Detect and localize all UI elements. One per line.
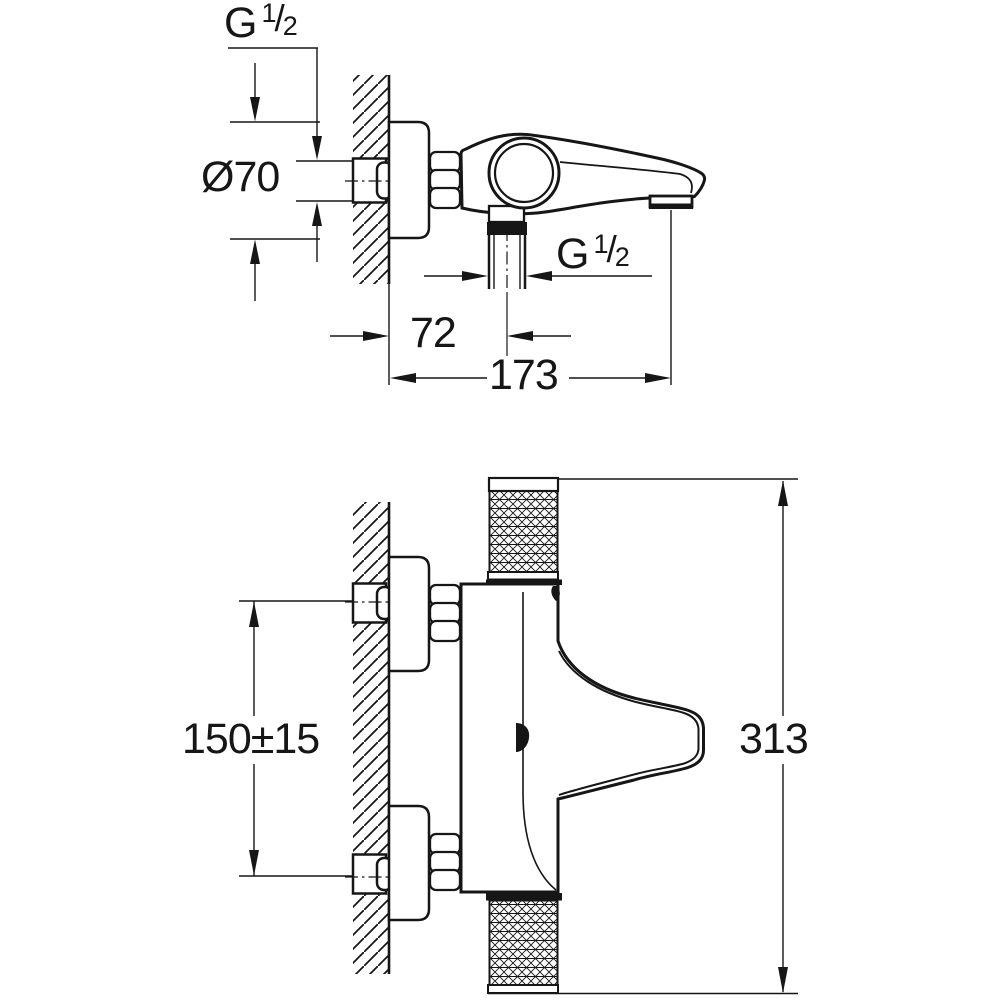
arrowhead (778, 480, 788, 506)
dim-wall-to-outlet-label: 72 (410, 309, 457, 357)
arrowhead (507, 331, 533, 341)
handle-base-strip (486, 893, 562, 901)
escutcheon (387, 120, 431, 240)
dim-connection-spacing-label: 150±15 (182, 715, 320, 763)
arrowhead (312, 136, 322, 160)
escutcheon (387, 804, 431, 922)
front-view-drawing (239, 476, 798, 995)
body-face-line (522, 592, 557, 891)
fraction-slash: / (606, 229, 617, 270)
handle-band (487, 984, 559, 994)
outlet-pipe-walls (487, 235, 527, 289)
handle-cap (487, 476, 560, 493)
escutcheon (387, 555, 431, 673)
arrowhead (312, 202, 322, 226)
outlet-pipe-inner-walls (493, 235, 521, 289)
fraction-denominator: 2 (614, 242, 630, 272)
aerator-slot (658, 198, 674, 203)
arrowhead (363, 331, 389, 341)
side-view-drawing (228, 47, 707, 385)
handle-band (487, 571, 559, 581)
knurled-handle (488, 490, 559, 573)
arrowhead (526, 271, 552, 281)
fraction-slash: / (274, 0, 285, 39)
fraction-denominator: 2 (282, 11, 298, 41)
union-nut-facet (428, 619, 462, 643)
spout-contour-line (559, 161, 693, 194)
wall-hatching (353, 502, 389, 974)
fraction-numerator: 1 (261, 0, 277, 28)
drop-logo-mark (516, 723, 530, 752)
knob-inner-circle (493, 142, 555, 204)
arrowhead (778, 967, 788, 993)
spacing-extent-lines (239, 600, 353, 877)
union-nut-facet (428, 868, 462, 892)
arrowhead (249, 850, 259, 876)
arrowhead (390, 373, 416, 383)
thermostat-body (459, 582, 705, 894)
knob-outer-circle (487, 136, 561, 210)
nipple-extent-lines (296, 160, 353, 202)
fraction-numerator: 1 (593, 229, 609, 259)
arrowhead (250, 97, 260, 122)
dim-escutcheon-diameter-label: Ø70 (201, 153, 280, 201)
handle-base-strip (486, 579, 562, 585)
thread-size-text: G (224, 0, 257, 47)
aerator-face (649, 203, 693, 209)
arrowhead (462, 271, 488, 281)
dim-overall-height-label: 313 (739, 715, 809, 763)
diameter-extent-lines (230, 121, 320, 240)
arrowhead (645, 373, 671, 383)
dim-spout-projection-label: 173 (489, 351, 559, 399)
spout-inner-contour (558, 650, 700, 796)
thread-size-text: G (556, 230, 589, 278)
arrowhead (249, 601, 259, 627)
union-nut-facet (428, 186, 462, 210)
outlet-indicator-mark (551, 586, 560, 601)
arrowhead (250, 239, 260, 264)
knurled-handle (488, 899, 559, 986)
